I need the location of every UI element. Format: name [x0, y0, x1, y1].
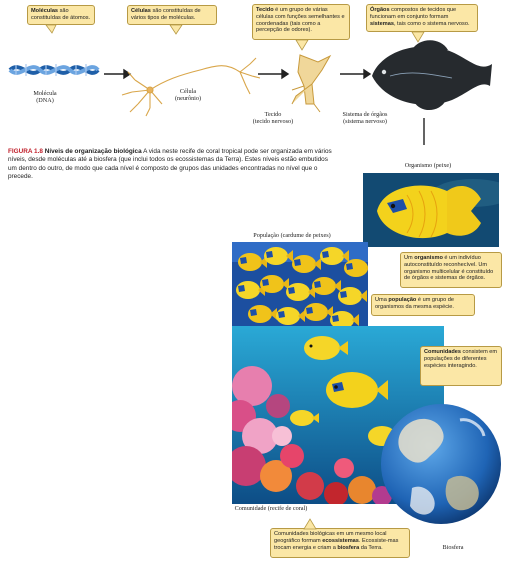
- figure-caption: FIGURA 1.8 Níveis de organização biológi…: [8, 148, 338, 182]
- figure-title: Níveis de organização biológica: [45, 148, 142, 155]
- ecosystem-callout-pointer: [300, 518, 320, 530]
- school-of-fish-graphic: [232, 242, 368, 326]
- label-organ-system: Sistema de órgãos(sistema nervoso): [325, 111, 405, 125]
- school-fish: [344, 259, 368, 277]
- callout-communities: Comunidades consistem em populações de d…: [420, 346, 502, 386]
- organ-system-fish-icon: [372, 40, 492, 110]
- callout-ecosystems: Comunidades biológicas em um mesmo local…: [270, 528, 410, 558]
- callout-population: Uma população é um grupo de organismos d…: [371, 294, 475, 316]
- label-biosphere: Biosfera: [428, 544, 478, 551]
- label-tissue: Tecido(tecido nervoso): [238, 111, 308, 125]
- dna-icon: [10, 64, 98, 76]
- label-community: Comunidade (recife de coral): [226, 505, 316, 512]
- neuron-icon: [122, 58, 260, 116]
- callout-organism: Um organismo é um indivíduo autoconstitu…: [400, 252, 502, 288]
- callout-pointers: [46, 25, 424, 50]
- label-molecule: Molécula(DNA): [15, 90, 75, 104]
- label-population: População (cardume de peixes): [230, 232, 354, 239]
- earth-globe-icon: [378, 384, 504, 544]
- label-cell: Célula(neurônio): [158, 88, 218, 102]
- label-organism: Organismo (peixe): [388, 162, 468, 169]
- organism-photo: [363, 173, 499, 247]
- figure-number: FIGURA 1.8: [8, 148, 43, 155]
- nerve-tissue-icon: [292, 55, 330, 112]
- population-photo: [232, 242, 368, 326]
